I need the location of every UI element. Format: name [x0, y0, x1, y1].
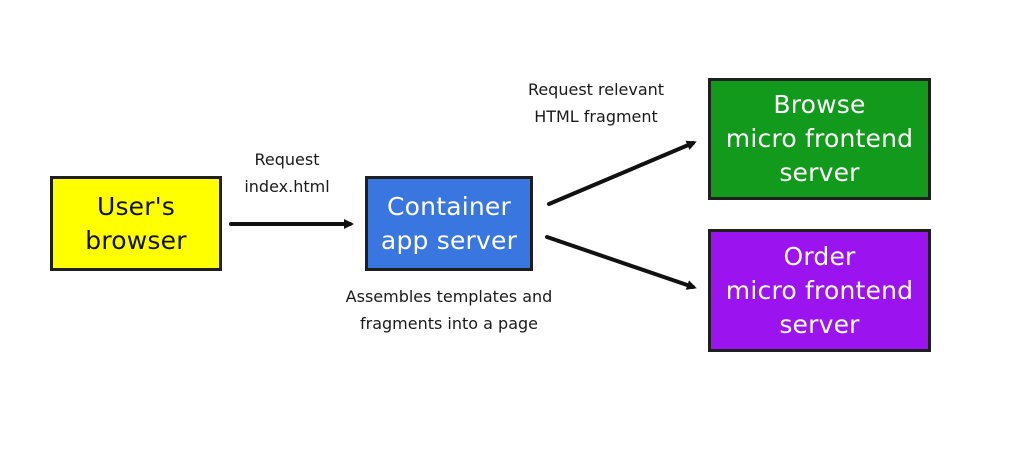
request-index-label: Request index.html	[244, 150, 330, 196]
order-micro-frontend-server-node: Order micro frontend server	[708, 229, 931, 352]
user-browser-node: User's browser	[50, 176, 222, 271]
browse-micro-frontend-server-node: Browse micro frontend server	[708, 78, 931, 200]
container-note-label: Assembles templates and fragments into a…	[345, 287, 553, 333]
request-fragment-label: Request relevant HTML fragment	[527, 80, 665, 126]
arrow-container-to-browse	[547, 140, 697, 206]
container-app-server-node: Container app server	[365, 176, 533, 271]
arrow-container-to-order	[545, 235, 697, 290]
